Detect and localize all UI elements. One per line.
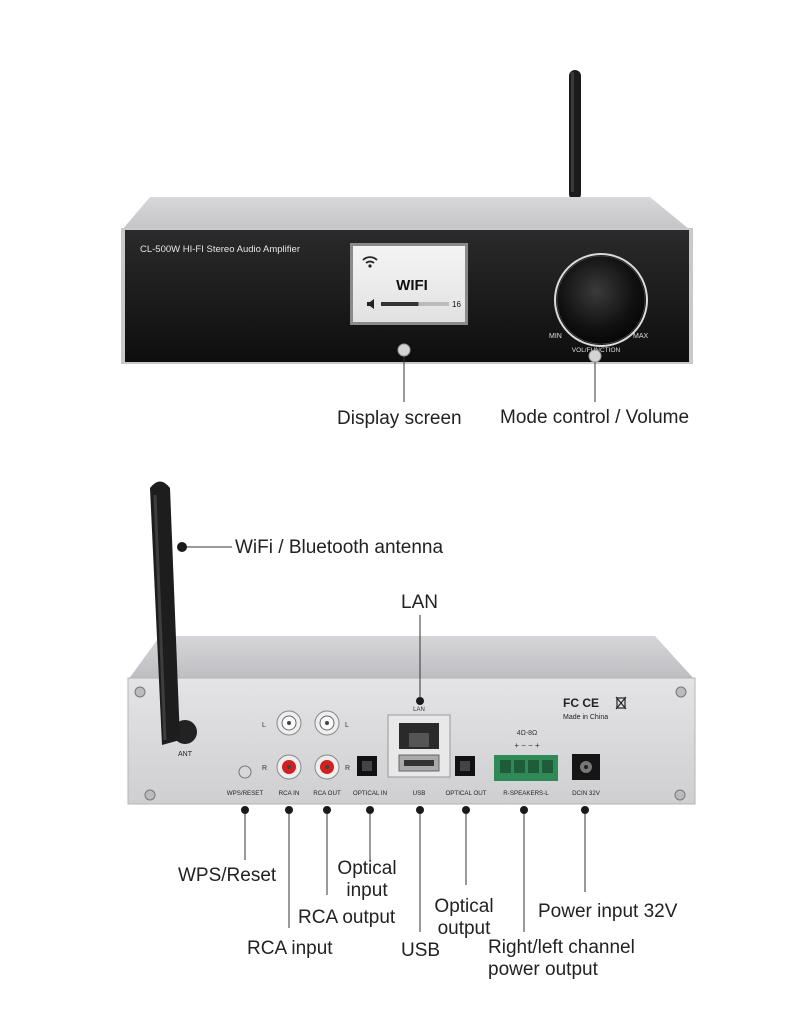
rca-out-l: L — [345, 722, 349, 729]
rca-out-connectors — [314, 710, 340, 780]
label-optical-in: OPTICAL IN — [353, 790, 387, 797]
callout-optical-output-line1: Optical — [434, 896, 494, 917]
screws — [134, 686, 687, 801]
callout-speaker-line1: Right/left channel — [488, 937, 635, 958]
ant-label: ANT — [178, 751, 193, 758]
optical-out-port — [455, 756, 475, 776]
antenna — [150, 481, 180, 745]
rca-in-l: L — [262, 722, 266, 729]
wifi-icon — [362, 256, 378, 268]
label-optical-out: OPTICAL OUT — [445, 790, 486, 797]
label-wps-reset: WPS/RESET — [227, 790, 264, 797]
callout-optical-output-line2: output — [437, 918, 491, 939]
callout-optical-input-line1: Optical — [337, 858, 397, 879]
model-label: CL-500W HI-FI Stereo Audio Amplifier — [140, 244, 300, 255]
callout-rca-input: RCA input — [247, 938, 333, 959]
callout-speaker-output: Right/left channel power output — [488, 937, 635, 981]
rear-top-lid — [128, 636, 695, 680]
label-speakers: R-SPEAKERS-L — [503, 790, 549, 797]
callout-speaker-line2: power output — [488, 959, 598, 980]
callout-wps-reset: WPS/Reset — [178, 865, 277, 886]
knob-min-label: MIN — [549, 333, 562, 340]
speaker-polarity: + − − + — [514, 741, 540, 750]
callout-rca-output: RCA output — [298, 907, 396, 928]
front-top-lid — [122, 197, 690, 230]
volume-bar-fill — [381, 302, 419, 306]
callout-optical-input: Optical input — [334, 858, 400, 902]
made-in-china: Made in China — [563, 714, 608, 721]
volume-knob[interactable] — [554, 253, 648, 347]
screen-mode-text: WIFI — [396, 277, 428, 294]
label-dc-in: DCIN 32V — [572, 790, 601, 797]
display-screen: WIFI 16 — [350, 243, 468, 325]
rca-out-r: R — [345, 765, 350, 772]
callout-antenna: WiFi / Bluetooth antenna — [235, 537, 444, 558]
front-panel-illustration: CL-500W HI-FI Stereo Audio Amplifier WIF… — [121, 70, 693, 402]
knob-max-label: MAX — [633, 333, 649, 340]
display-callout-dot — [397, 343, 411, 357]
lan-usb-block — [387, 714, 451, 778]
callout-power-input: Power input 32V — [538, 901, 678, 922]
weee-bin-icon — [615, 696, 627, 710]
impedance-label: 4Ω-8Ω — [517, 730, 538, 737]
rear-callout-dots — [177, 542, 589, 814]
callout-lan: LAN — [401, 592, 438, 613]
front-antenna — [569, 70, 581, 200]
speaker-icon — [367, 299, 374, 309]
label-usb: USB — [413, 790, 426, 797]
wps-reset-button[interactable] — [238, 765, 252, 779]
rear-callout-lines — [182, 546, 586, 932]
callout-usb: USB — [401, 940, 441, 961]
dc-jack — [572, 754, 600, 780]
callout-mode-volume: Mode control / Volume — [500, 407, 690, 428]
front-callout-lines — [403, 350, 596, 402]
speaker-terminal — [494, 755, 558, 781]
label-rca-in: RCA IN — [279, 790, 300, 797]
optical-in-port — [357, 756, 377, 776]
knob-callout-dot — [588, 349, 602, 363]
cert-marks: FC CE — [563, 696, 599, 710]
callout-optical-input-line2: input — [346, 880, 388, 901]
rear-panel-illustration: ANT L R L R LAN 4Ω-8Ω + − − + FC CE — [127, 481, 696, 932]
volume-value: 16 — [452, 300, 461, 309]
rca-in-r: R — [262, 765, 267, 772]
label-rca-out: RCA OUT — [313, 790, 341, 797]
callout-display-screen: Display screen — [337, 408, 462, 429]
lan-port-label: LAN — [413, 707, 425, 713]
callout-optical-output: Optical output — [431, 896, 497, 940]
rca-in-connectors — [276, 710, 302, 780]
